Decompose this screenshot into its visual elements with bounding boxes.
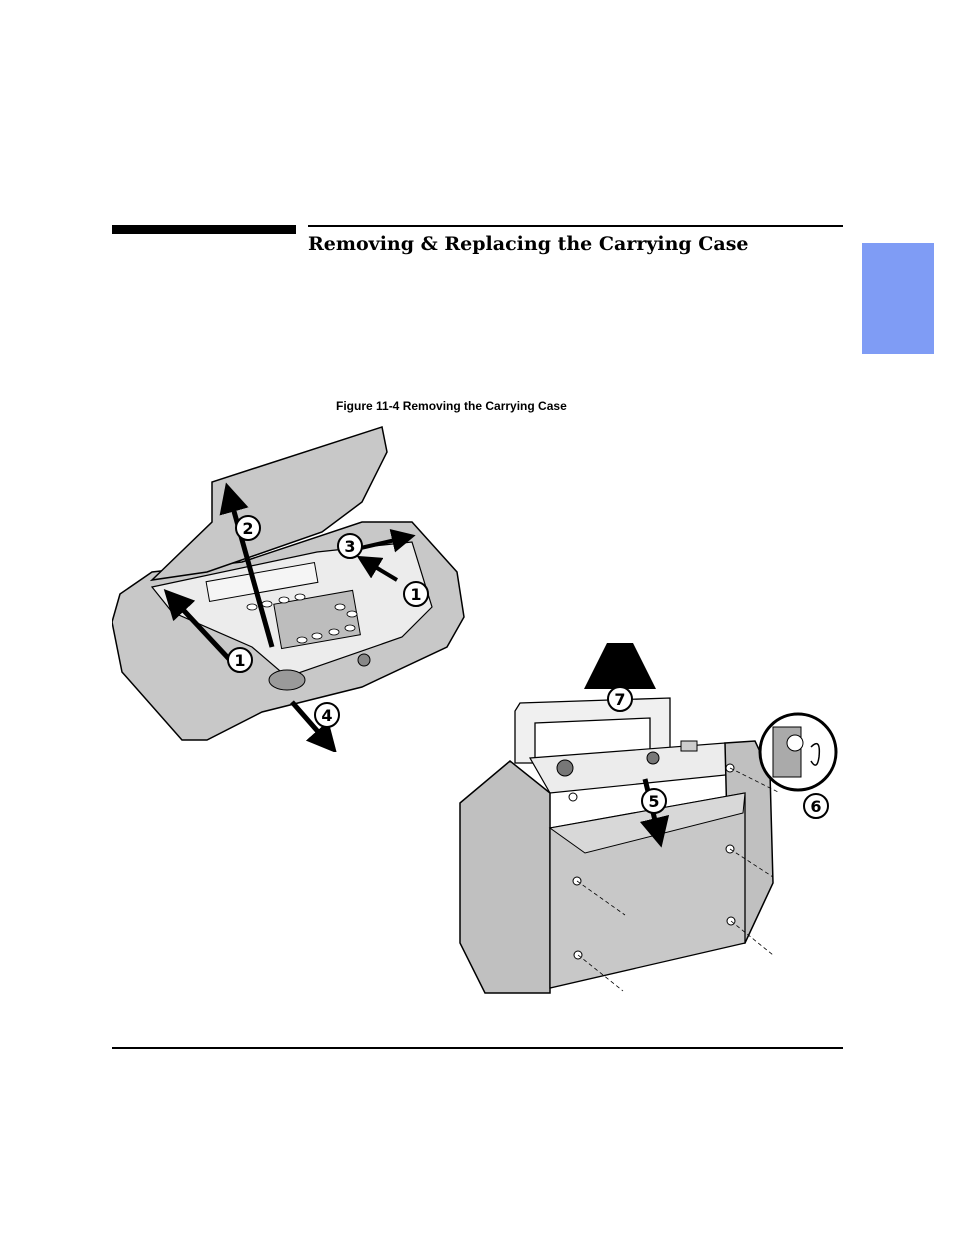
callout-step-1-left: 1 [227, 647, 253, 673]
svg-text:5: 5 [648, 792, 659, 811]
monitor-handle [514, 697, 671, 764]
callout-step-2: 2 [235, 515, 261, 541]
header-thin-rule [308, 225, 843, 227]
callout-step-4: 4 [314, 702, 340, 728]
callout-step-5: 5 [641, 788, 667, 814]
header-thick-rule [112, 225, 296, 234]
carrying-case-rear-illustration: 5 6 7 [459, 643, 838, 994]
svg-text:6: 6 [810, 797, 821, 816]
section-title: Removing & Replacing the Carrying Case [308, 233, 749, 255]
chapter-thumb-tab [862, 243, 934, 354]
callout-step-1-right: 1 [403, 581, 429, 607]
svg-text:1: 1 [234, 651, 245, 670]
svg-text:3: 3 [344, 537, 355, 556]
svg-text:4: 4 [321, 706, 332, 725]
callout-step-3: 3 [337, 533, 363, 559]
figure-caption: Figure 11-4 Removing the Carrying Case [336, 399, 567, 413]
svg-text:2: 2 [242, 519, 253, 538]
carrying-case-front-illustration: 1 1 2 3 4 [112, 426, 465, 752]
callout-step-7: 7 [607, 686, 633, 712]
svg-text:7: 7 [614, 690, 625, 709]
callout-step-6: 6 [803, 793, 829, 819]
footer-rule [112, 1047, 843, 1049]
svg-text:1: 1 [410, 585, 421, 604]
